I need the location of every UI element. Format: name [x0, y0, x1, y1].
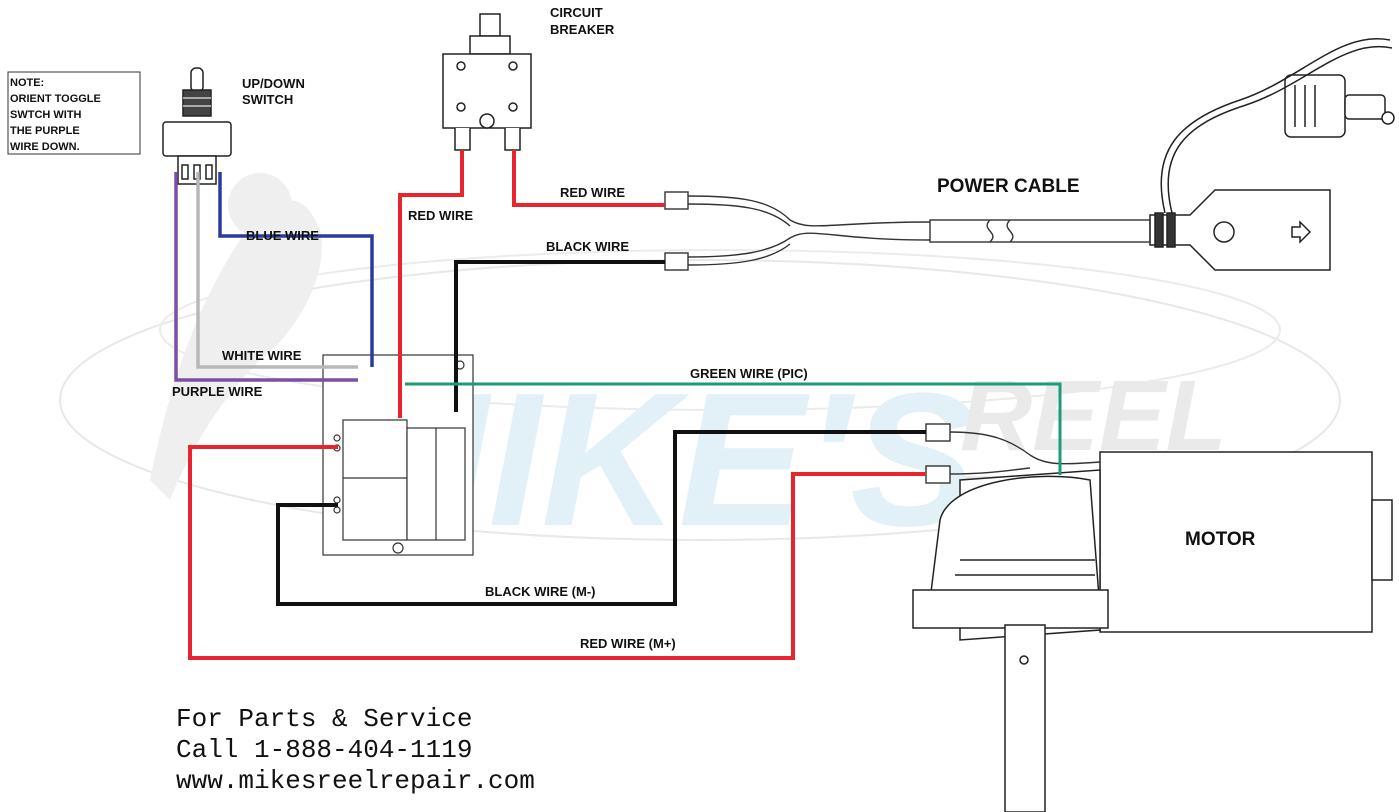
toggle-switch-icon [162, 67, 232, 185]
black-power-wire-label: BLACK WIRE [546, 239, 629, 254]
black-power-wire [454, 260, 665, 412]
note-line-2: ORIENT TOGGLE [10, 93, 101, 105]
footer-line-1: For Parts & Service [176, 704, 473, 734]
red-breaker-wire-label: RED WIRE [408, 208, 473, 223]
red-power-wire [512, 150, 665, 207]
red-motor-wire [188, 445, 926, 660]
circuit-breaker-icon [442, 13, 532, 151]
motor-label: MOTOR [1185, 529, 1256, 550]
white-wire-label: WHITE WIRE [222, 348, 302, 363]
contact-footer: For Parts & Service Call 1-888-404-1119 … [176, 704, 535, 797]
breaker-label-2: BREAKER [550, 22, 615, 37]
purple-wire [174, 172, 358, 382]
red-motor-wire-label: RED WIRE (M+) [580, 636, 676, 651]
note-line-1: NOTE: [10, 77, 44, 89]
blue-wire-label: BLUE WIRE [246, 228, 319, 243]
motor-leads [925, 423, 1101, 484]
footer-line-2: Call 1-888-404-1119 [176, 735, 473, 765]
note-line-5: WIRE DOWN. [10, 141, 80, 153]
breaker-label-1: CIRCUIT [550, 5, 603, 20]
white-wire [196, 172, 358, 369]
switch-label-1: UP/DOWN [242, 76, 305, 91]
note-line-3: SWTCH WITH [10, 109, 82, 121]
red-breaker-wire [398, 150, 464, 418]
black-motor-wire-label: BLACK WIRE (M-) [485, 584, 595, 599]
switch-label-2: SWITCH [242, 92, 293, 107]
blue-wire [218, 172, 374, 367]
power-cable-label: POWER CABLE [937, 176, 1080, 197]
green-wire [405, 382, 1062, 475]
power-cable [664, 191, 1151, 271]
green-wire-label: GREEN WIRE (PIC) [690, 366, 808, 381]
black-motor-wire [276, 430, 926, 606]
orientation-note: NOTE: ORIENT TOGGLE SWTCH WITH THE PURPL… [7, 71, 141, 155]
red-power-wire-label: RED WIRE [560, 185, 625, 200]
note-line-4: THE PURPLE [10, 125, 80, 137]
purple-wire-label: PURPLE WIRE [172, 384, 263, 399]
motor-icon [912, 451, 1393, 812]
power-plug-icon [1149, 37, 1395, 271]
footer-line-3: www.mikesreelrepair.com [176, 766, 535, 796]
